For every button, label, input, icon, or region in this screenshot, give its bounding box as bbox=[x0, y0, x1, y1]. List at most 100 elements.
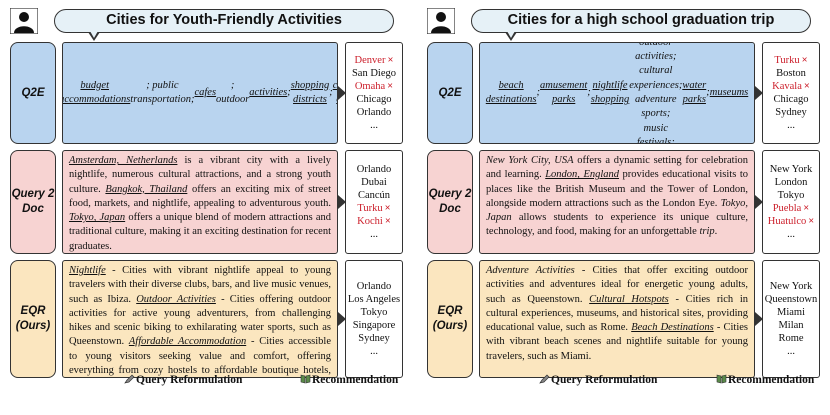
query2doc-content: Amsterdam, Netherlands is a vibrant city… bbox=[62, 150, 338, 254]
arrow-icon bbox=[755, 86, 763, 100]
city-name: London bbox=[774, 177, 808, 188]
text-segment: ; bbox=[706, 86, 710, 98]
city-name: Kochi bbox=[357, 216, 383, 227]
highlighted-term: Amsterdam, Netherlands bbox=[69, 155, 178, 166]
footer-recommendation: Recommendation bbox=[300, 374, 398, 386]
method-label-q2e: Q2E bbox=[427, 42, 473, 144]
legend-label: Query Reformulation bbox=[551, 374, 658, 386]
highlighted-term: cultural events bbox=[332, 79, 338, 105]
city-name: New York bbox=[769, 281, 813, 292]
city-name: Orlando bbox=[356, 164, 392, 175]
recommended-city: Chicago bbox=[357, 93, 392, 106]
recommended-city: Tokyo bbox=[778, 189, 805, 202]
city-name: Chicago bbox=[356, 94, 392, 105]
recommended-city: Milan bbox=[778, 319, 803, 332]
row-query2doc: Query 2 Doc New York City, USA offers a … bbox=[423, 150, 827, 254]
text-segment: ; bbox=[536, 86, 541, 98]
city-name: Boston bbox=[776, 68, 806, 79]
arrow-icon bbox=[338, 195, 346, 209]
city-name: Milan bbox=[778, 320, 804, 331]
text-segment: allows students to experience its unique… bbox=[486, 212, 748, 238]
method-label-eqr: EQR (Ours) bbox=[427, 260, 473, 378]
city-name: Huatulco bbox=[767, 216, 807, 227]
query-header: Cities for a high school graduation trip bbox=[423, 6, 827, 41]
query-header: Cities for Youth-Friendly Activities bbox=[6, 6, 410, 41]
city-name: ... bbox=[370, 346, 378, 357]
highlighted-term: beach destinations bbox=[485, 79, 537, 105]
text-segment: trip bbox=[699, 226, 715, 238]
highlighted-term: amusement parks bbox=[540, 79, 588, 105]
city-name: Miami bbox=[777, 307, 805, 318]
panel-graduation-trip: Cities for a high school graduation trip… bbox=[423, 6, 827, 392]
highlighted-term: budget accommodations bbox=[62, 79, 131, 105]
recommended-city: Denver× bbox=[355, 54, 394, 67]
recommended-city: ... bbox=[787, 228, 795, 241]
recommended-city: Orlando bbox=[357, 106, 391, 119]
recommended-city: Huatulco× bbox=[768, 215, 814, 228]
text-segment: offers a unique blend of modern attracti… bbox=[69, 212, 332, 252]
highlighted-term: Affordable Accommodation bbox=[128, 336, 247, 348]
method-label-query2doc: Query 2 Doc bbox=[10, 150, 56, 254]
footer-recommendation: Recommendation bbox=[716, 374, 814, 386]
recommended-city: Rome bbox=[778, 332, 803, 345]
highlighted-term: museums bbox=[709, 86, 749, 98]
row-q2e: Q2E nightlife; music festivals; street a… bbox=[6, 42, 410, 144]
city-name: ... bbox=[370, 120, 378, 131]
text-segment: ; public transportation; bbox=[130, 79, 195, 105]
book-icon bbox=[300, 374, 311, 384]
pen-icon bbox=[539, 374, 550, 384]
highlighted-term: Outdoor Activities bbox=[136, 293, 216, 305]
city-name: Los Angeles bbox=[347, 294, 401, 305]
recommended-city: Omaha× bbox=[355, 80, 393, 93]
recommended-city: ... bbox=[370, 119, 378, 132]
city-name: ... bbox=[370, 229, 378, 240]
recommended-city: Miami bbox=[777, 306, 805, 319]
recommended-city: New York bbox=[770, 280, 813, 293]
user-icon bbox=[427, 8, 455, 34]
highlighted-term: Nightlife bbox=[69, 265, 106, 276]
recommended-city: ... bbox=[370, 345, 378, 358]
city-name: Puebla bbox=[772, 203, 802, 214]
city-name: Dubai bbox=[361, 177, 387, 188]
panel-youth-friendly: Cities for Youth-Friendly Activities Q2E… bbox=[6, 6, 410, 392]
wrong-mark-icon: × bbox=[387, 55, 394, 66]
footer-reformulation: Query Reformulation bbox=[539, 374, 657, 386]
city-name: ... bbox=[787, 120, 795, 131]
legend-label: Recommendation bbox=[312, 374, 399, 386]
recommended-city: Sydney bbox=[358, 332, 390, 345]
highlighted-term: London, England bbox=[545, 169, 620, 181]
pen-icon bbox=[124, 374, 135, 384]
speech-bubble-tail-fill bbox=[507, 31, 515, 38]
row-eqr: EQR (Ours) Nightlife - Cities with vibra… bbox=[6, 260, 410, 378]
speech-bubble-tail-fill bbox=[90, 31, 98, 38]
q2e-content: nightlife; music festivals; street art; … bbox=[62, 42, 338, 144]
legend-label: Query Reformulation bbox=[136, 374, 243, 386]
recommended-city: Orlando bbox=[357, 280, 391, 293]
wrong-mark-icon: × bbox=[803, 81, 810, 92]
text-segment: - Cities offering outdoor activities for… bbox=[69, 293, 331, 348]
highlighted-term: Cultural Hotspots bbox=[589, 293, 669, 305]
recommended-city: Cancún bbox=[358, 189, 390, 202]
recommended-city: London bbox=[775, 176, 808, 189]
text-segment: ; bbox=[287, 86, 291, 98]
wrong-mark-icon: × bbox=[808, 216, 815, 227]
text-segment: offers an exciting mix of street food, m… bbox=[69, 183, 331, 209]
recommended-city: Los Angeles bbox=[348, 293, 400, 306]
text-segment: Adventure Activities bbox=[486, 265, 575, 276]
recommended-city: ... bbox=[787, 345, 795, 358]
recommended-city: San Diego bbox=[352, 67, 396, 80]
recommended-city: Tokyo bbox=[361, 306, 388, 319]
recommended-city: Boston bbox=[776, 67, 806, 80]
text-segment: - Cities with vibrant beach scenes and n… bbox=[486, 322, 749, 362]
city-name: Orlando bbox=[356, 281, 392, 292]
recommended-city: Turku× bbox=[357, 202, 390, 215]
text-segment: . bbox=[714, 226, 718, 238]
highlighted-term: shopping districts bbox=[290, 79, 330, 105]
arrow-icon bbox=[338, 312, 346, 326]
city-name: Tokyo bbox=[360, 307, 388, 318]
user-icon bbox=[10, 8, 38, 34]
city-name: Queenstown bbox=[764, 294, 818, 305]
